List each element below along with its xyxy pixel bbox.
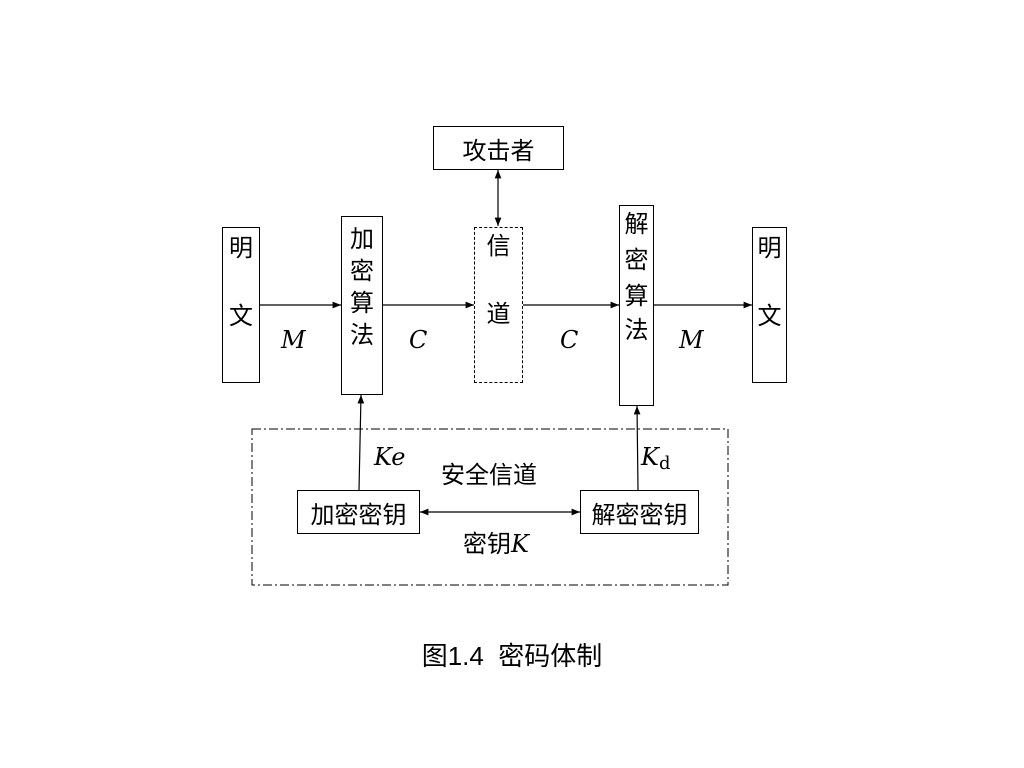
- attacker-label: 攻击者: [462, 136, 535, 165]
- encrypt-algo-char-4: 法: [350, 321, 374, 349]
- decrypt-algo-char-1: 解: [624, 210, 649, 238]
- label-kd-subscript: d: [658, 453, 671, 474]
- label-m-left: M: [281, 326, 306, 354]
- encrypt-key-label: 加密密钥: [310, 500, 407, 529]
- encrypt-algorithm-box: 加 密 算 法: [341, 216, 383, 395]
- label-ke: Ke: [374, 443, 406, 471]
- label-m-right: M: [679, 326, 704, 354]
- channel-char-1: 信: [486, 232, 511, 260]
- attacker-box: 攻击者: [433, 126, 564, 170]
- decrypt-algorithm-box: 解 密 算 法: [619, 205, 654, 406]
- secure-channel-region: [251, 428, 729, 586]
- encrypt-key-box: 加密密钥: [297, 490, 420, 534]
- label-c-right: C: [560, 326, 579, 354]
- encrypt-algo-char-1: 加: [350, 225, 374, 253]
- arrow-ke-to-encrypt: [357, 394, 365, 491]
- channel-char-2: 道: [486, 300, 511, 328]
- shared-key-prefix: 密钥: [463, 530, 511, 558]
- shared-key-label: 密钥K: [463, 524, 529, 559]
- shared-key-variable: K: [511, 530, 529, 558]
- decrypt-algo-char-4: 法: [624, 316, 649, 344]
- channel-box: 信 道: [474, 227, 523, 383]
- plaintext-left-box: 明 文: [222, 227, 260, 383]
- plaintext-left-char-1: 明: [229, 234, 253, 262]
- plaintext-right-char-2: 文: [757, 302, 782, 330]
- label-kd: Kd: [641, 443, 670, 474]
- label-c-left: C: [409, 326, 428, 354]
- secure-channel-label: 安全信道: [441, 461, 537, 489]
- plaintext-left-char-2: 文: [229, 302, 253, 330]
- encrypt-algo-char-3: 算: [350, 289, 374, 317]
- figure-caption: 图1.4 密码体制: [421, 641, 603, 671]
- plaintext-right-box: 明 文: [752, 227, 787, 383]
- arrow-kd-to-decrypt: [633, 405, 641, 491]
- decrypt-key-label: 解密密钥: [591, 500, 688, 529]
- encrypt-algo-char-2: 密: [350, 257, 374, 285]
- plaintext-right-char-1: 明: [757, 234, 782, 262]
- decrypt-key-box: 解密密钥: [580, 490, 699, 534]
- decrypt-algo-char-2: 密: [624, 246, 649, 274]
- decrypt-algo-char-3: 算: [624, 282, 649, 310]
- label-kd-main: K: [641, 443, 659, 471]
